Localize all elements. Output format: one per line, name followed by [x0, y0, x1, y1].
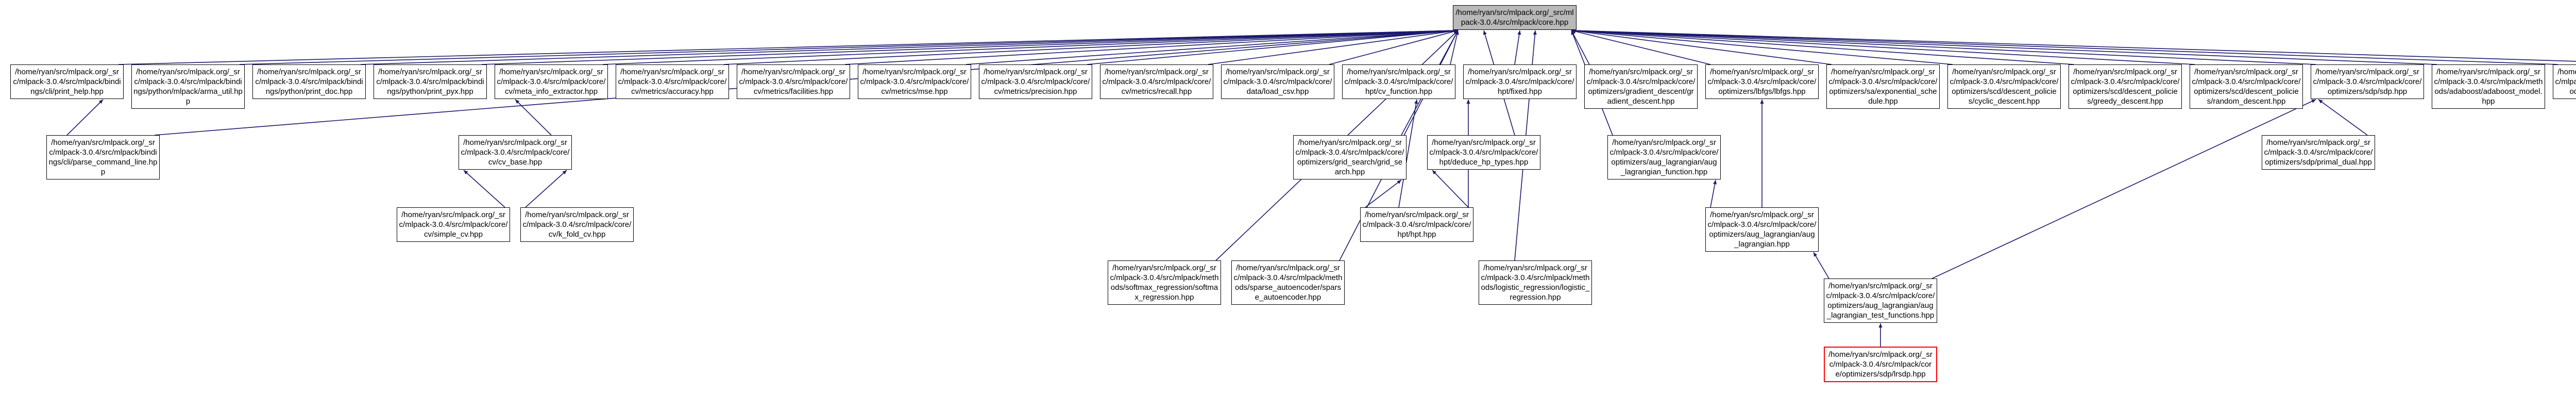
include-edge	[1571, 29, 1832, 65]
graph-node-print-help[interactable]: /home/ryan/src/mlpack.org/_src/mlpack-3.…	[10, 64, 124, 99]
include-edge	[463, 170, 505, 208]
graph-node-softmax-regression-function[interactable]: /home/ryan/src/mlpack.org/_src/mlpack-3.…	[1108, 260, 1221, 305]
graph-node-core: /home/ryan/src/mlpack.org/_src/mlpack-3.…	[1453, 5, 1577, 30]
include-edge	[66, 99, 104, 136]
include-edge	[525, 170, 567, 208]
graph-node-aug-lagrangian-function[interactable]: /home/ryan/src/mlpack.org/_src/mlpack-3.…	[1607, 135, 1721, 179]
include-edge	[1087, 29, 1459, 65]
include-edge	[1710, 179, 1717, 208]
include-edge	[481, 28, 1459, 65]
graph-node-logistic-regression-function[interactable]: /home/ryan/src/mlpack.org/_src/mlpack-3.…	[1479, 260, 1592, 305]
graph-node-sdp[interactable]: /home/ryan/src/mlpack.org/_src/mlpack-3.…	[2311, 64, 2424, 99]
include-edge	[515, 99, 552, 136]
graph-node-meta-info-extractor[interactable]: /home/ryan/src/mlpack.org/_src/mlpack-3.…	[495, 64, 608, 99]
graph-node-exponential-schedule[interactable]: /home/ryan/src/mlpack.org/_src/mlpack-3.…	[1826, 64, 1940, 109]
graph-node-fixed[interactable]: /home/ryan/src/mlpack.org/_src/mlpack-3.…	[1463, 64, 1577, 99]
include-edge	[2318, 99, 2368, 136]
include-edge	[1571, 28, 2437, 65]
include-edge	[1813, 252, 1829, 279]
graph-node-parse-command-line[interactable]: /home/ryan/src/mlpack.org/_src/mlpack-3.…	[46, 135, 160, 179]
include-edge	[1514, 30, 1521, 65]
include-edge	[1329, 29, 1459, 65]
graph-node-lrsdp-function[interactable]: /home/ryan/src/mlpack.org/_src/mlpack-3.…	[1824, 279, 1937, 323]
graph-node-ann-layer[interactable]: /home/ryan/src/mlpack.org/_src/mlpack-3.…	[2553, 64, 2576, 99]
include-edge	[1571, 28, 2558, 65]
graph-node-facilities[interactable]: /home/ryan/src/mlpack.org/_src/mlpack-3.…	[737, 64, 850, 99]
include-edge	[1398, 99, 1418, 208]
graph-node-cyclic-descent[interactable]: /home/ryan/src/mlpack.org/_src/mlpack-3.…	[1947, 64, 2061, 109]
graph-node-deduce-hp-types[interactable]: /home/ryan/src/mlpack.org/_src/mlpack-3.…	[1427, 135, 1540, 170]
graph-node-precision[interactable]: /home/ryan/src/mlpack.org/_src/mlpack-3.…	[979, 64, 1092, 99]
graph-node-mse[interactable]: /home/ryan/src/mlpack.org/_src/mlpack-3.…	[858, 64, 971, 99]
include-edge	[1571, 28, 2316, 65]
graph-node-cv-function[interactable]: /home/ryan/src/mlpack.org/_src/mlpack-3.…	[1342, 64, 1455, 99]
graph-node-adaboost-model[interactable]: /home/ryan/src/mlpack.org/_src/mlpack-3.…	[2432, 64, 2545, 109]
graph-node-greedy-descent[interactable]: /home/ryan/src/mlpack.org/_src/mlpack-3.…	[2069, 64, 2182, 109]
graph-node-gradient-descent[interactable]: /home/ryan/src/mlpack.org/_src/mlpack-3.…	[1584, 64, 1698, 109]
include-edge	[1571, 29, 1953, 65]
graph-node-hpt[interactable]: /home/ryan/src/mlpack.org/_src/mlpack-3.…	[1360, 207, 1473, 242]
graph-node-recall[interactable]: /home/ryan/src/mlpack.org/_src/mlpack-3.…	[1100, 64, 1213, 99]
include-edge	[1432, 170, 1469, 208]
include-edge	[1571, 29, 1711, 65]
graph-node-lbfgs[interactable]: /home/ryan/src/mlpack.org/_src/mlpack-3.…	[1705, 64, 1819, 99]
include-edge	[723, 28, 1459, 65]
graph-node-aug-lagrangian[interactable]: /home/ryan/src/mlpack.org/_src/mlpack-3.…	[1705, 207, 1819, 252]
graph-node-print-pyx[interactable]: /home/ryan/src/mlpack.org/_src/mlpack-3.…	[374, 64, 487, 99]
graph-node-accuracy[interactable]: /home/ryan/src/mlpack.org/_src/mlpack-3.…	[616, 64, 729, 99]
include-edge	[965, 28, 1459, 65]
graph-node-simple-cv[interactable]: /home/ryan/src/mlpack.org/_src/mlpack-3.…	[397, 207, 510, 242]
graph-node-cv-base[interactable]: /home/ryan/src/mlpack.org/_src/mlpack-3.…	[459, 135, 572, 170]
include-edge	[239, 28, 1459, 65]
include-edge	[118, 28, 1459, 65]
include-edge	[1208, 29, 1459, 65]
include-edge	[1571, 28, 2074, 65]
include-edge	[360, 28, 1459, 65]
graph-node-sparse-autoencoder-function[interactable]: /home/ryan/src/mlpack.org/_src/mlpack-3.…	[1231, 260, 1345, 305]
graph-node-lrsdp[interactable]: /home/ryan/src/mlpack.org/_src/mlpack-3.…	[1824, 347, 1937, 382]
graph-node-primal-dual[interactable]: /home/ryan/src/mlpack.org/_src/mlpack-3.…	[2262, 135, 2375, 170]
graph-node-load-csv[interactable]: /home/ryan/src/mlpack.org/_src/mlpack-3.…	[1221, 64, 1334, 99]
include-edge	[1571, 30, 1590, 65]
graph-node-random-descent[interactable]: /home/ryan/src/mlpack.org/_src/mlpack-3.…	[2190, 64, 2303, 109]
include-edge	[1365, 179, 1402, 208]
include-edge	[844, 28, 1459, 65]
include-edge	[1571, 28, 2195, 65]
graph-node-print-doc[interactable]: /home/ryan/src/mlpack.org/_src/mlpack-3.…	[252, 64, 366, 99]
include-edge	[1931, 99, 2316, 279]
include-edge	[1450, 30, 1459, 65]
include-edge	[602, 28, 1459, 65]
graph-node-k-fold-cv[interactable]: /home/ryan/src/mlpack.org/_src/mlpack-3.…	[520, 207, 634, 242]
graph-node-arma-util[interactable]: /home/ryan/src/mlpack.org/_src/mlpack-3.…	[131, 64, 245, 109]
include-edge	[1571, 28, 2576, 62]
graph-node-grid-search[interactable]: /home/ryan/src/mlpack.org/_src/mlpack-3.…	[1293, 135, 1406, 179]
